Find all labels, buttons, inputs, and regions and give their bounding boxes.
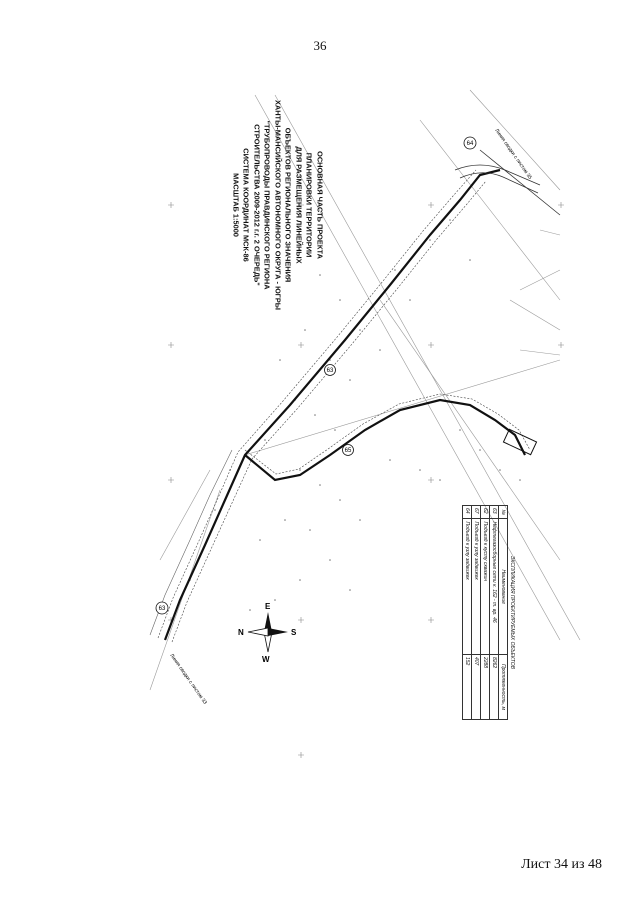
cell-length: 8262 (489, 654, 499, 720)
branch-route (244, 393, 538, 482)
map-title-line: ОСНОВНАЯ ЧАСТЬ ПРОЕКТА (315, 151, 325, 259)
cell-name: Нефтегазосборные сети к. 162 - т. вр. 46 (489, 518, 499, 655)
parcel-boundaries (149, 89, 581, 691)
explication-table-block: ЭКСПЛИКАЦИЯ ПРОЕКТИРУЕМЫХ ОБЪЕКТОВ № Наи… (462, 505, 515, 720)
pipeline-route-63 (163, 168, 501, 641)
map-title-line: ХАНТЫ-МАНСИЙСКОГО АВТОНОМНОГО ОКРУГА - Ю… (273, 99, 283, 311)
page-number: 36 (313, 38, 327, 53)
compass-west: W (262, 655, 270, 664)
route-label-3: 63 (327, 368, 334, 374)
cell-length: 407 (471, 654, 481, 720)
table-header-row: № Наименование Протяженность, м (498, 505, 508, 720)
table-row: 63 Нефтегазосборные сети к. 162 - т. вр.… (489, 505, 499, 720)
sheet-label: Лист 34 из 48 (521, 857, 602, 872)
map-title-block: ОСНОВНАЯ ЧАСТЬ ПРОЕКТА ПЛАНИРОВКИ ТЕРРИТ… (230, 90, 325, 320)
line-note-bottom: Линия сводки с листом 33 (168, 653, 208, 706)
cell-name: Подъезд к узлу задвижек (471, 518, 481, 655)
map-title-line: ДЛЯ РАЗМЕЩЕНИЯ ЛИНЕЙНЫХ (294, 146, 304, 264)
map-title-line: СТРОИТЕЛЬСТВА 2009-2012 г.г. 2 ОЧЕРЕДЬ" (252, 124, 262, 286)
explication-table: № Наименование Протяженность, м 63 Нефте… (462, 505, 508, 720)
pipeline-route-65 (244, 398, 526, 482)
table-row: 67 Подъезд к узлу задвижек 407 (471, 505, 481, 720)
compass-rose: E N S W (238, 602, 297, 664)
route-label-markers: 63 64 63 65 (155, 136, 477, 615)
compass-north: N (238, 628, 244, 637)
explication-title: ЭКСПЛИКАЦИЯ ПРОЕКТИРУЕМЫХ ОБЪЕКТОВ (509, 556, 515, 669)
map-title-line: МАСШТАБ 1:5000 (231, 173, 241, 237)
route-label-1: 63 (159, 606, 166, 612)
road-crossing (454, 149, 561, 216)
route-label-2: 64 (467, 141, 474, 147)
cell-number: 67 (471, 505, 481, 519)
map-title-line: СИСТЕМА КООРДИНАТ МСК-86 (242, 148, 251, 262)
cell-name: Подъезд к узлу задвижек (462, 518, 472, 655)
cell-name: Подъезд к кусту скважин (480, 518, 490, 655)
grid-crosses (168, 202, 564, 758)
header-length: Протяженность, м (498, 654, 508, 720)
table-row: 62 Подъезд к кусту скважин 2288 (480, 505, 490, 720)
line-note-top: Линия сводки с листом 35 (493, 128, 533, 181)
compass-east: E (265, 602, 271, 611)
cell-number: 62 (480, 505, 490, 519)
cell-number: 64 (462, 505, 472, 519)
header-name: Наименование (498, 518, 508, 655)
table-row: 64 Подъезд к узлу задвижек 152 (462, 505, 472, 720)
main-pipeline-corridor (149, 168, 501, 643)
route-label-4: 65 (345, 448, 352, 454)
map-title-line: "ТРУБОПРОВОДЫ ПРАВДИНСКОГО РЕГИОНА (263, 120, 272, 290)
compass-south: S (291, 628, 297, 637)
cell-number: 63 (489, 505, 499, 519)
map-title-line: ПЛАНИРОВКИ ТЕРРИТОРИИ (305, 152, 314, 258)
cell-length: 152 (462, 654, 472, 720)
map-title-line: ОБЪЕКТОВ РЕГИОНАЛЬНОГО ЗНАЧЕНИЯ (284, 127, 293, 283)
cell-length: 2288 (480, 654, 490, 720)
header-number: № (498, 505, 508, 519)
